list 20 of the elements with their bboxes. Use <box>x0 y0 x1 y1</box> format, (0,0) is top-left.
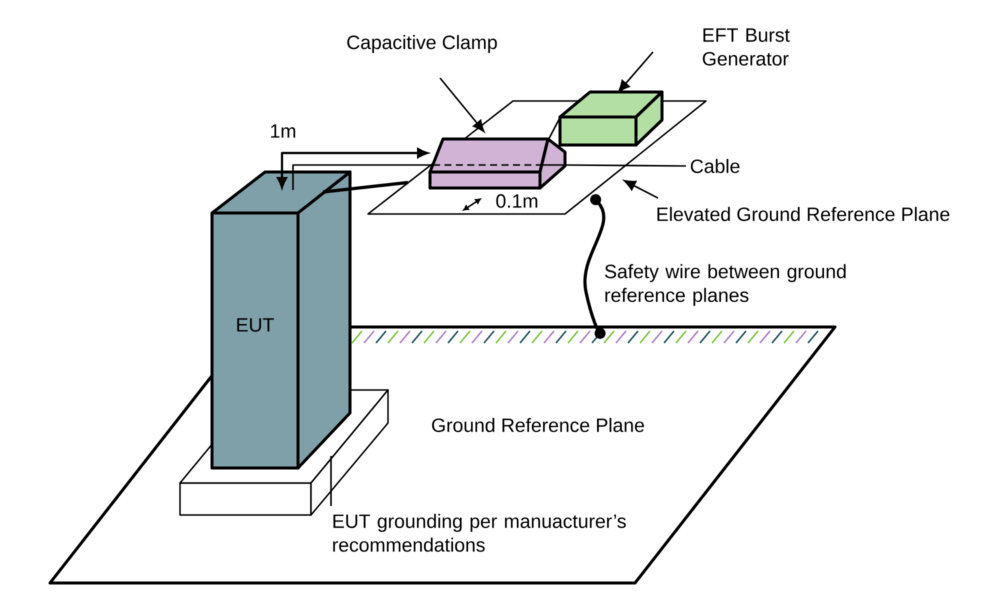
leader-arrow <box>439 78 484 132</box>
dimension-label: 1m <box>271 124 296 138</box>
callout-label: EUT grounding per manuacturer’s recommendations <box>333 514 626 552</box>
connecting-line <box>548 117 561 140</box>
connecting-line <box>330 456 332 506</box>
callout-label: Elevated Ground Reference Plane <box>657 206 950 222</box>
leader-arrow <box>624 180 658 199</box>
callout-label: Capacitive Clamp <box>347 35 497 53</box>
dimension-label: 0.1m <box>496 194 538 208</box>
wire <box>583 194 606 339</box>
clamp-block <box>428 138 566 190</box>
equipment-box: EUT <box>210 170 352 470</box>
connecting-line <box>565 164 686 167</box>
connecting-line <box>292 164 433 190</box>
generator-block <box>558 90 664 146</box>
callout-label: Cable <box>690 158 740 174</box>
callout-label: EFT Burst Generator <box>702 28 790 66</box>
leader-arrow <box>618 51 654 92</box>
connecting-line <box>322 180 408 194</box>
edge-label: Safety wire between ground reference planes <box>605 264 846 306</box>
